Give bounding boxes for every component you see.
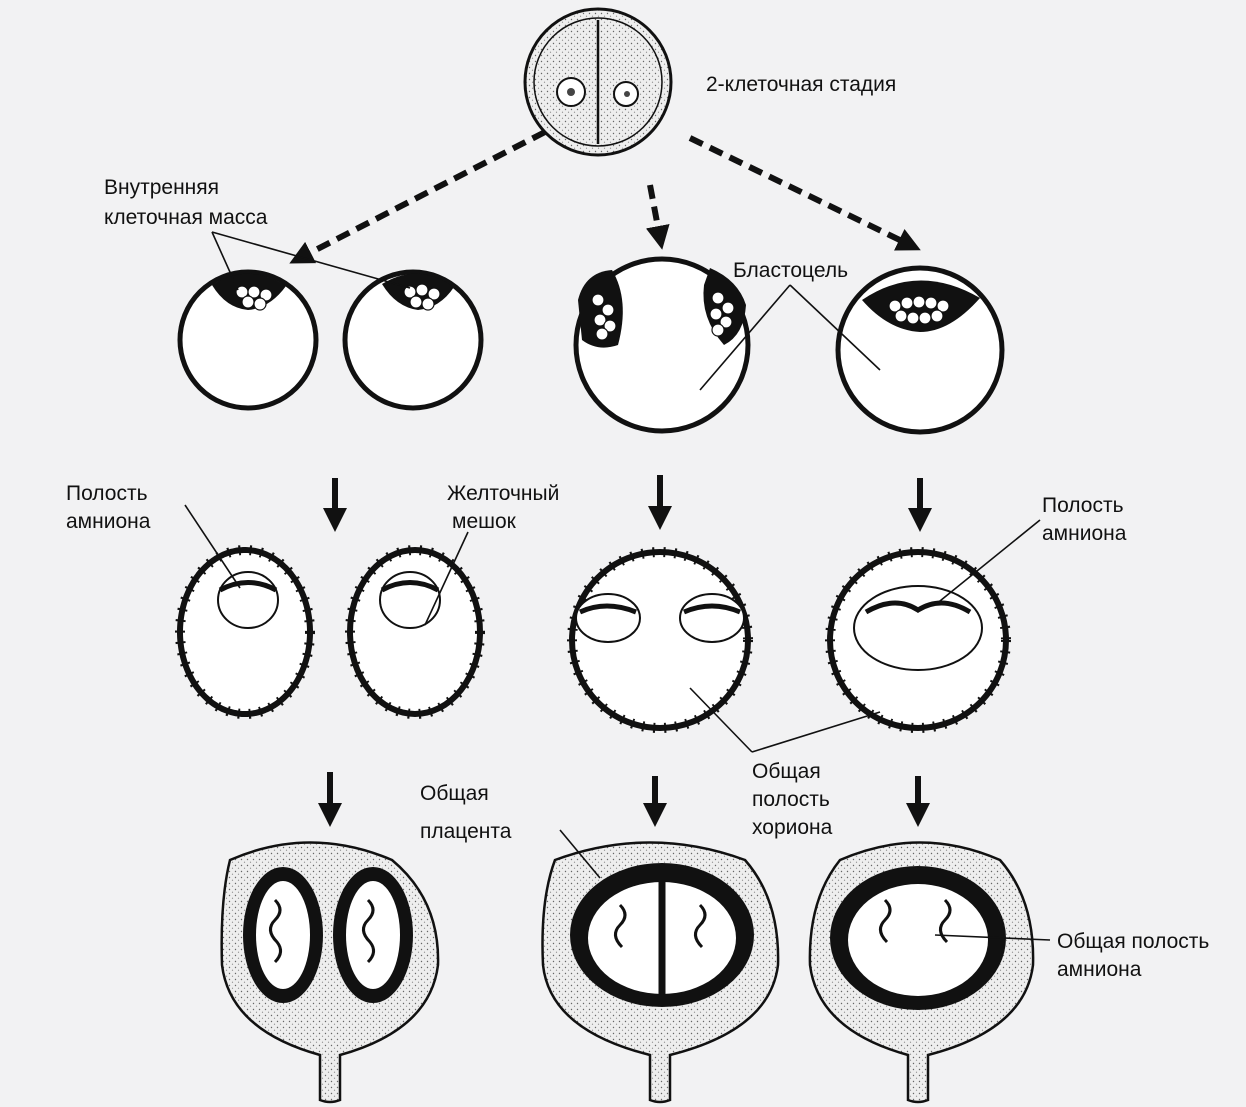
label-common-amnion-cavity-line2: амниона [1057,958,1142,981]
label-amnion-cavity-left-line1: Полость [66,482,148,505]
uterus-3 [810,843,1033,1103]
chorion-1 [180,550,310,714]
label-inner-cell-mass-line1: Внутренняя [104,176,219,199]
label-common-chorion-cavity-line3: хориона [752,816,833,839]
label-blastocoel: Бластоцель [733,259,848,282]
chorion-2 [350,550,480,714]
blastocyst-2 [345,272,481,408]
blastocyst-1 [180,272,316,408]
label-common-chorion-cavity-line2: полость [752,788,830,811]
label-yolk-sac-line2: мешок [452,510,517,533]
label-common-amnion-cavity-line1: Общая полость [1057,930,1209,953]
label-amnion-cavity-right-line2: амниона [1042,522,1127,545]
label-inner-cell-mass-line2: клеточная масса [104,206,268,229]
label-common-placenta-line2: плацента [420,820,512,843]
chorion-4 [830,552,1006,728]
chorion-3 [572,552,748,728]
two-cell-zygote [525,9,671,155]
uterus-2 [543,843,779,1103]
label-common-placenta-line1: Общая [420,782,489,805]
label-common-chorion-cavity-line1: Общая [752,760,821,783]
label-amnion-cavity-left-line2: амниона [66,510,151,533]
solid-arrows-row1 [335,475,920,520]
blastocyst-4 [838,268,1002,432]
label-amnion-cavity-right-line1: Полость [1042,494,1124,517]
uterus-1 [222,843,438,1103]
blastocyst-3 [576,259,748,431]
label-two-cell-stage: 2-клеточная стадия [706,73,896,96]
label-yolk-sac-line1: Желточный [447,482,559,505]
